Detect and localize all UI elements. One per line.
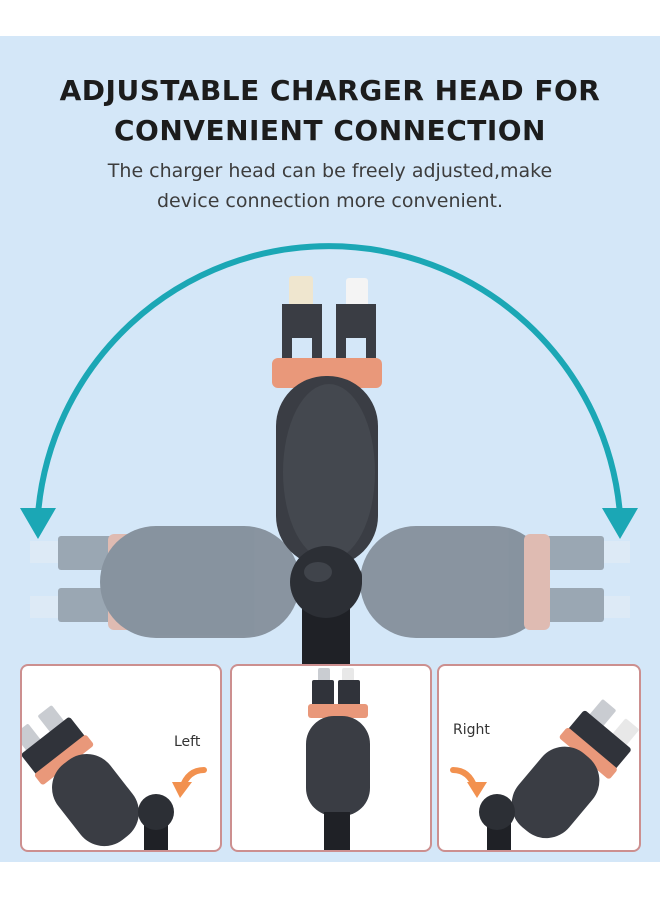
subtitle-line-1: The charger head can be freely adjusted,… [107, 160, 553, 182]
subtitle-line-2: device connection more convenient. [156, 190, 504, 212]
left-turn-arrow-icon [172, 782, 192, 798]
panel-rotated-right: Right [437, 664, 641, 852]
left-label: Left [174, 734, 201, 750]
headline-line-1: ADJUSTABLE CHARGER HEAD FOR [59, 74, 601, 107]
right-turn-arrow-icon [467, 782, 487, 798]
panel-rotated-left: Left [20, 664, 222, 852]
ghost-head-right [360, 526, 630, 638]
rotation-arc-arrow [20, 243, 638, 539]
left-arrowhead-icon [20, 508, 56, 539]
charger-rotation-illustration [20, 243, 638, 686]
right-arrowhead-icon [602, 508, 638, 539]
panel-upright [230, 664, 432, 852]
upright-photo [306, 668, 370, 850]
product-image-card: ADJUSTABLE CHARGER HEAD FOR CONVENIENT C… [0, 36, 660, 862]
left-rotation-photo [22, 705, 207, 850]
right-label: Right [453, 722, 490, 738]
upright-connectors [282, 276, 376, 362]
right-rotation-photo [450, 699, 639, 850]
headline-line-2: CONVENIENT CONNECTION [114, 114, 546, 147]
ghost-head-left [30, 526, 300, 638]
subtitle: The charger head can be freely adjusted,… [40, 156, 620, 216]
